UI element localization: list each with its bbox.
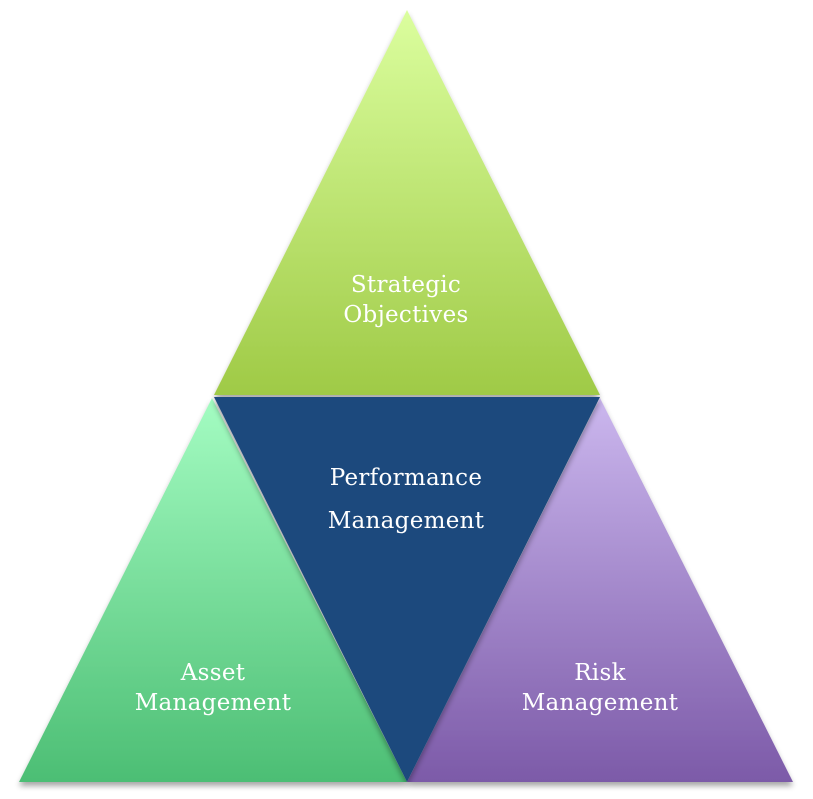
risk-management-line-2: Management (521, 690, 679, 716)
strategic-objectives-label: Strategic Objectives (306, 270, 506, 330)
asset-management-label: Asset Management (113, 658, 313, 718)
risk-management-triangle (407, 398, 793, 782)
strategic-objectives-line-2: Objectives (343, 302, 469, 328)
performance-management-triangle (214, 397, 600, 782)
asset-management-line-1: Asset (180, 660, 246, 686)
performance-management-line-1: Performance (329, 465, 483, 491)
strategic-objectives-triangle (214, 10, 600, 395)
asset-management-line-2: Management (134, 690, 292, 716)
asset-management-triangle (19, 398, 407, 782)
strategic-objectives-line-1: Strategic (350, 272, 462, 298)
risk-management-label: Risk Management (500, 658, 700, 718)
performance-management-line-2: Management (327, 508, 485, 534)
risk-management-line-1: Risk (574, 660, 626, 686)
performance-management-label: Performance Management (306, 457, 506, 543)
